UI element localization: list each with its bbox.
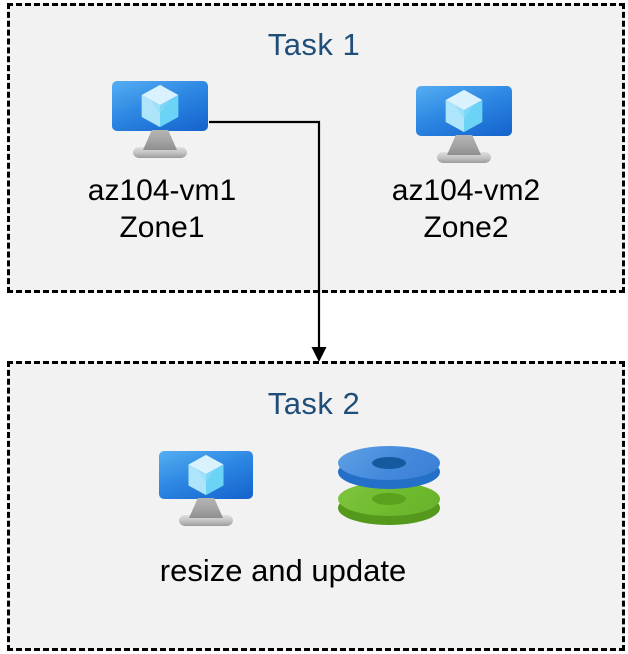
vm1-label: az104-vm1 Zone1 (60, 172, 264, 246)
vm-stand-base (133, 147, 187, 158)
vm-stand-base (437, 152, 491, 163)
vm-monitor-icon (416, 86, 512, 136)
vm-monitor-icon (112, 81, 208, 131)
vm-cube-icon (141, 84, 179, 128)
task1-title: Task 1 (267, 27, 361, 62)
disk-blue-icon (338, 446, 440, 492)
vm1-name: az104-vm1 (87, 174, 237, 207)
vm-cube-icon (445, 89, 483, 133)
vm2-zone: Zone2 (423, 211, 509, 244)
task2-box (7, 361, 625, 651)
vm-stand-neck (143, 130, 177, 150)
task2-title: Task 2 (267, 386, 361, 421)
managed-disks-icon (338, 446, 440, 525)
vm2-name: az104-vm2 (391, 174, 541, 207)
vm-stand-neck (447, 135, 481, 155)
vm1-icon (110, 81, 210, 158)
disk-hole (372, 457, 406, 469)
vm2-icon (414, 86, 514, 163)
vm-cube-icon (188, 454, 224, 496)
vm1-zone: Zone1 (119, 211, 205, 244)
vm-stand-neck (189, 498, 223, 518)
vm-monitor-icon (159, 451, 253, 499)
task2-caption: resize and update (159, 553, 407, 588)
vm2-label: az104-vm2 Zone2 (364, 172, 568, 246)
task2-vm-icon (156, 451, 256, 526)
vm-stand-base (179, 515, 233, 526)
disk-hole (372, 493, 406, 505)
disk-green-icon (338, 482, 440, 528)
